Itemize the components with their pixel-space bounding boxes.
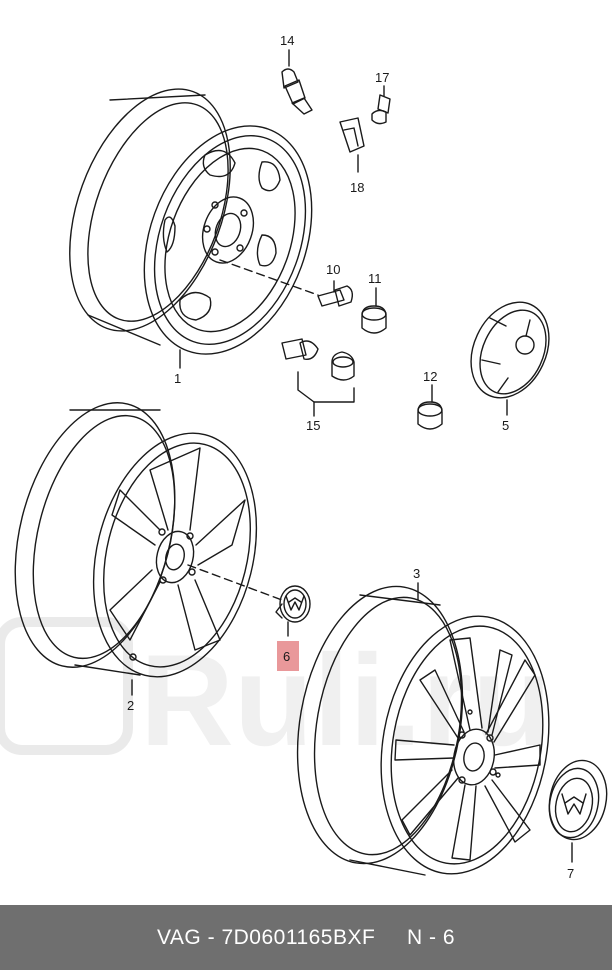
weight-17	[371, 85, 391, 125]
callout-11: 11	[368, 271, 382, 286]
wheel-2	[14, 402, 283, 678]
footer-part-number: 7D0601165BXF	[221, 925, 376, 949]
callout-5: 5	[502, 418, 509, 433]
footer-separator: -	[201, 925, 222, 949]
callout-10: 10	[326, 262, 340, 277]
cap-11	[361, 287, 387, 334]
callout-3: 3	[413, 566, 420, 581]
hubcap-5	[470, 301, 550, 416]
footer-brand: VAG	[156, 925, 202, 949]
emblem-6	[275, 585, 311, 637]
callout-18: 18	[350, 180, 364, 195]
parts-diagram: Ruli.ru	[0, 33, 608, 881]
lock-set-15	[281, 338, 355, 417]
callout-7: 7	[567, 866, 574, 881]
callout-6: 6	[283, 649, 290, 664]
wheel-3	[296, 585, 550, 876]
clip-18	[339, 117, 365, 173]
watermark: Ruli.ru	[0, 617, 552, 773]
callout-15: 15	[306, 418, 320, 433]
wheel-1	[69, 88, 319, 355]
centre-cap-7	[548, 759, 608, 863]
highlight-box	[277, 641, 299, 671]
callout-14: 14	[280, 33, 294, 48]
cap-12	[417, 384, 443, 430]
callout-1: 1	[174, 371, 181, 386]
callout-12: 12	[423, 369, 437, 384]
footer-position: N - 6	[407, 925, 456, 949]
callout-17: 17	[375, 70, 389, 85]
valve-stem-14	[281, 49, 313, 115]
footer-bar: VAG - 7D0601165BXF N - 6	[0, 905, 612, 970]
bolt-10	[317, 280, 354, 307]
callout-2: 2	[127, 698, 134, 713]
